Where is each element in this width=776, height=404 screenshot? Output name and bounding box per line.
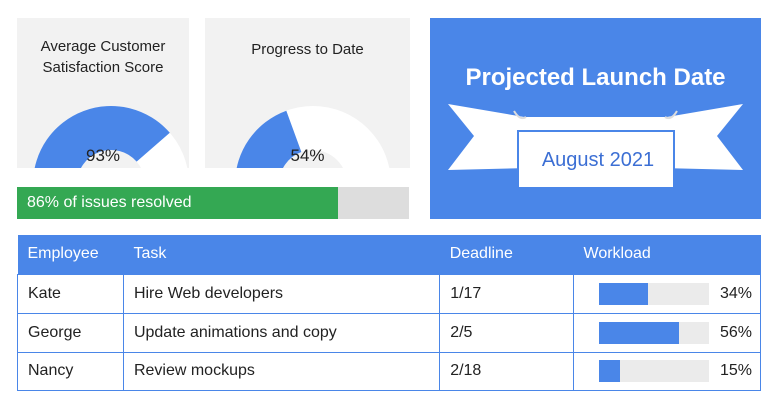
task-cell: Review mockups	[122, 351, 441, 391]
launch-date: August 2021	[541, 149, 655, 171]
workload-bar	[599, 321, 709, 344]
csat-card: Average Customer Satisfaction Score 93%	[17, 18, 189, 168]
employee-cell: George	[17, 312, 124, 353]
workload-bar	[599, 360, 709, 382]
ribbon-banner-icon	[448, 104, 743, 189]
workload-fill	[599, 282, 648, 305]
launch-card: Projected Launch Date August 2021	[430, 18, 761, 219]
progress-card: Progress to Date 54%	[205, 18, 410, 168]
workload-cell: 34%	[573, 273, 761, 314]
table-row: George Update animations and copy 2/5 56…	[17, 312, 761, 353]
header-employee: Employee	[17, 235, 124, 274]
launch-title: Projected Launch Date	[465, 64, 726, 91]
issues-progress-fill	[17, 187, 339, 219]
table-header-row: Employee Task Deadline Workload	[17, 235, 761, 274]
workload-percent: 34%	[719, 284, 752, 302]
csat-gauge-fill	[34, 106, 170, 168]
progress-gauge-fill	[236, 110, 302, 168]
csat-value: 93%	[85, 146, 121, 165]
progress-value: 54%	[290, 146, 325, 165]
workload-percent: 15%	[719, 362, 752, 379]
workload-percent: 56%	[719, 323, 752, 341]
issues-progress-bar: 86% of issues resolved	[17, 187, 409, 219]
workload-bar	[599, 282, 709, 305]
csat-gauge	[34, 106, 188, 168]
workload-cell: 15%	[573, 351, 761, 391]
progress-title: Progress to Date	[251, 41, 364, 58]
table-row: Nancy Review mockups 2/18 15%	[17, 351, 761, 391]
employee-cell: Kate	[17, 273, 124, 314]
header-workload: Workload	[573, 235, 761, 274]
issues-label: 86% of issues resolved	[27, 194, 192, 211]
header-task: Task	[123, 235, 440, 274]
deadline-cell: 1/17	[439, 273, 574, 314]
task-table: Employee Task Deadline Workload Kate Hir…	[17, 235, 761, 391]
workload-fill	[599, 321, 680, 344]
deadline-cell: 2/5	[439, 312, 574, 353]
progress-gauge	[236, 106, 390, 168]
task-cell: Update animations and copy	[122, 312, 441, 353]
header-deadline: Deadline	[439, 235, 574, 274]
employee-cell: Nancy	[17, 351, 124, 391]
workload-cell: 56%	[573, 312, 761, 353]
deadline-cell: 2/18	[439, 351, 574, 391]
csat-title: Average Customer Satisfaction Score	[40, 38, 166, 76]
table-row: Kate Hire Web developers 1/17 34%	[17, 273, 761, 314]
task-cell: Hire Web developers	[122, 273, 441, 314]
workload-fill	[599, 360, 621, 382]
